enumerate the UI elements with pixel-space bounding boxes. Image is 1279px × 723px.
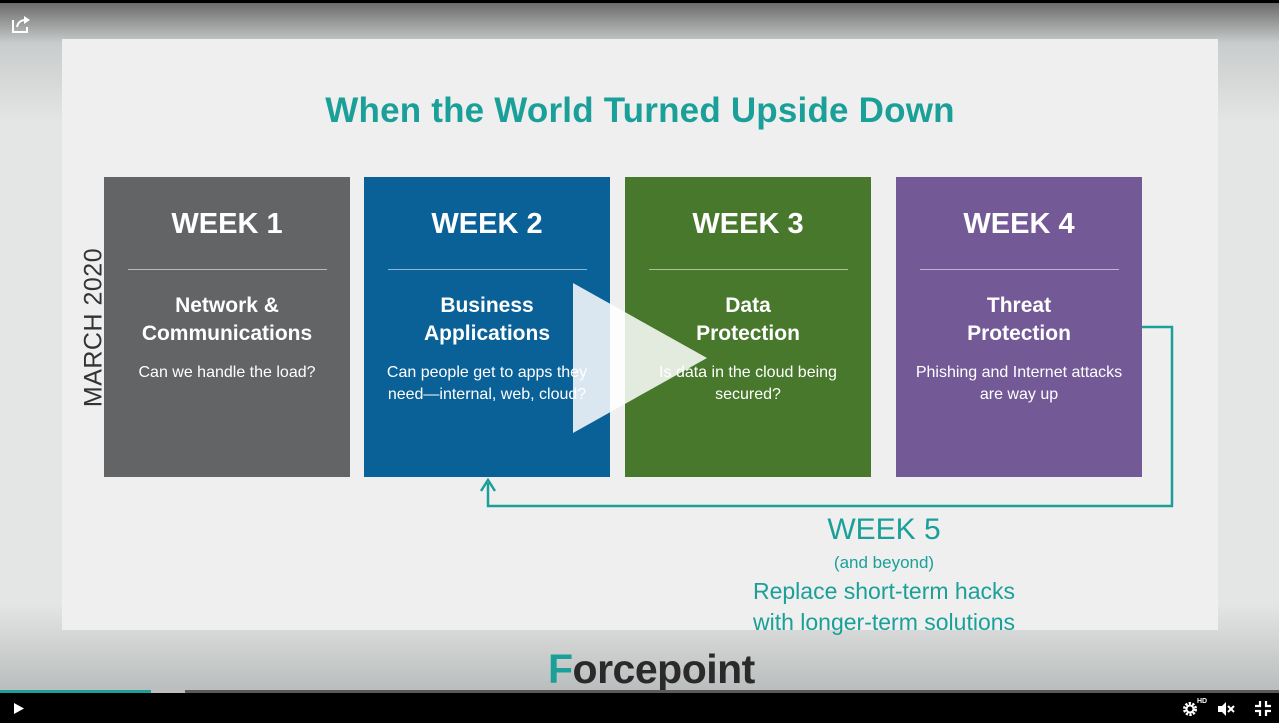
week-title: WEEK 2: [431, 208, 543, 240]
progress-played: [0, 690, 151, 693]
week-heading-line: Protection: [696, 322, 800, 345]
week-4-box: WEEK 4 Threat Protection Phishing and In…: [896, 177, 1142, 477]
week-5-line: with longer-term solutions: [752, 609, 1016, 635]
speaker-muted-icon: [1218, 702, 1235, 716]
week-5-description: Replace short-term hacks with longer-ter…: [734, 576, 1034, 638]
video-frame[interactable]: When the World Turned Upside Down MARCH …: [0, 3, 1279, 693]
week-3-box: WEEK 3 Data Protection Is data in the cl…: [625, 177, 871, 477]
player-controls: HD: [0, 690, 1279, 721]
week-heading: Threat Protection: [896, 292, 1142, 348]
week-description: Is data in the cloud being secured?: [659, 364, 837, 403]
exit-fullscreen-button[interactable]: [1254, 698, 1272, 718]
divider: [648, 269, 848, 270]
week-description: Phishing and Internet attacks are way up: [915, 364, 1123, 403]
week-heading-line: Protection: [967, 322, 1071, 345]
play-icon: [14, 703, 24, 714]
week-5-line: Replace short-term hacks: [752, 578, 1016, 604]
divider: [127, 269, 327, 270]
week-heading-line: Threat: [986, 294, 1052, 317]
week-heading-line: Applications: [423, 322, 550, 345]
week-title: WEEK 4: [963, 208, 1075, 240]
week-title: WEEK 1: [171, 208, 283, 240]
week-5-title: WEEK 5: [827, 513, 941, 546]
presentation-slide: When the World Turned Upside Down MARCH …: [62, 39, 1218, 635]
slide-title: When the World Turned Upside Down: [325, 91, 955, 130]
week-5-subtitle: (and beyond): [833, 553, 935, 572]
week-2-box: WEEK 2 Business Applications Can people …: [364, 177, 610, 477]
week-heading: Data Protection: [625, 292, 871, 348]
week-heading-line: Network &: [175, 294, 279, 317]
forcepoint-logo: Forcepoint: [548, 646, 755, 693]
week-title: WEEK 3: [692, 208, 804, 240]
week-heading-line: Communications: [141, 322, 313, 345]
hd-badge: HD: [1197, 698, 1208, 705]
week-heading: Business Applications: [364, 292, 610, 348]
mute-button[interactable]: [1216, 698, 1236, 718]
feedback-arrow: [479, 325, 1174, 508]
divider: [919, 269, 1119, 270]
play-icon: [573, 283, 707, 433]
divider: [387, 269, 587, 270]
logo-text: orcepoint: [572, 646, 756, 692]
week-heading: Network & Communications: [104, 292, 350, 348]
settings-button[interactable]: [1181, 698, 1199, 718]
share-icon: [12, 16, 30, 33]
week-heading-line: Data: [725, 294, 771, 317]
week-description: Can people get to apps they need—interna…: [386, 364, 588, 403]
play-button[interactable]: [12, 698, 26, 718]
progress-bar[interactable]: [0, 690, 1279, 693]
big-play-button[interactable]: [570, 283, 710, 433]
week-1-box: WEEK 1 Network & Communications Can we h…: [104, 177, 350, 477]
exit-fullscreen-icon: [1255, 701, 1271, 716]
share-button[interactable]: [10, 13, 32, 35]
gear-icon: [1183, 702, 1197, 716]
week-heading-line: Business: [440, 294, 534, 317]
logo-mark: F: [548, 646, 573, 692]
week-description: Can we handle the load?: [138, 364, 316, 381]
